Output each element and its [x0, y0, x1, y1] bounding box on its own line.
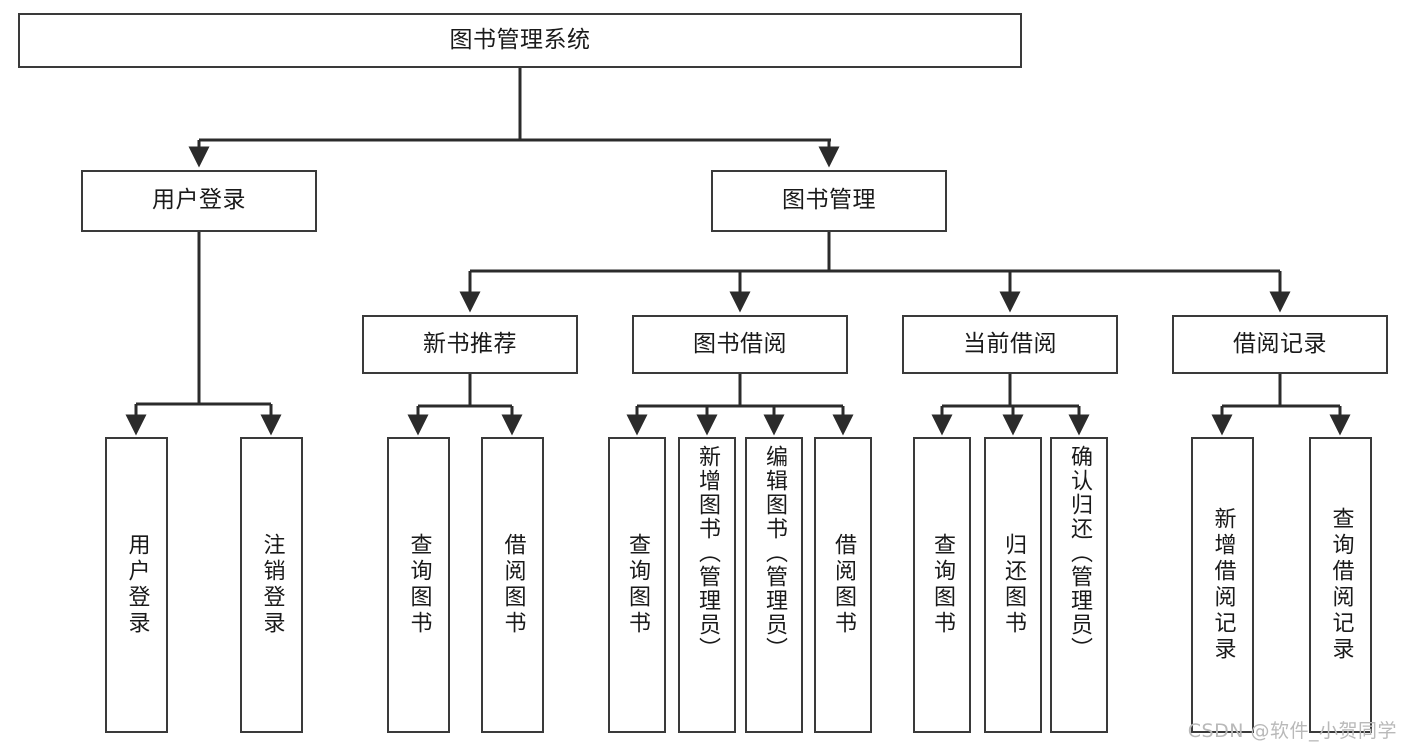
node-borrow-record-label: 借阅记录	[1233, 330, 1327, 357]
node-book-management[interactable]: 图书管理	[711, 170, 947, 232]
node-leaf-query-book-current-label: 查询图书	[930, 533, 955, 637]
node-root-system-label: 图书管理系统	[449, 26, 591, 53]
node-leaf-confirm-return-label: 确认归还（管理员）	[1067, 445, 1092, 661]
node-leaf-confirm-return[interactable]: 确认归还（管理员）	[1050, 437, 1108, 733]
node-leaf-query-book-recommend-label: 查询图书	[406, 533, 432, 637]
node-book-borrow-label: 图书借阅	[693, 330, 787, 357]
node-book-management-label: 图书管理	[782, 187, 876, 214]
node-leaf-borrow-book-recommend[interactable]: 借阅图书	[481, 437, 544, 733]
node-user-login-label: 用户登录	[152, 187, 246, 214]
node-leaf-logout[interactable]: 注销登录	[240, 437, 303, 733]
node-leaf-borrow-book[interactable]: 借阅图书	[814, 437, 872, 733]
node-leaf-query-book-borrow-label: 查询图书	[625, 533, 650, 637]
node-root-system[interactable]: 图书管理系统	[18, 13, 1022, 68]
node-leaf-query-book-borrow[interactable]: 查询图书	[608, 437, 666, 733]
node-current-borrow[interactable]: 当前借阅	[902, 315, 1118, 374]
node-user-login[interactable]: 用户登录	[81, 170, 317, 232]
node-borrow-record[interactable]: 借阅记录	[1172, 315, 1388, 374]
node-leaf-borrow-book-label: 借阅图书	[831, 533, 856, 637]
node-leaf-query-book-current[interactable]: 查询图书	[913, 437, 971, 733]
node-leaf-add-borrow-record[interactable]: 新增借阅记录	[1191, 437, 1254, 733]
node-leaf-return-book-label: 归还图书	[1001, 533, 1026, 637]
node-leaf-edit-book[interactable]: 编辑图书（管理员）	[745, 437, 803, 733]
node-book-borrow[interactable]: 图书借阅	[632, 315, 848, 374]
node-leaf-query-borrow-record-label: 查询借阅记录	[1328, 507, 1354, 663]
node-leaf-add-book-label: 新增图书（管理员）	[695, 445, 720, 661]
node-leaf-borrow-book-recommend-label: 借阅图书	[500, 533, 526, 637]
node-leaf-return-book[interactable]: 归还图书	[984, 437, 1042, 733]
node-leaf-user-login-label: 用户登录	[124, 533, 150, 637]
csdn-watermark: CSDN @软件_小贺同学	[1187, 720, 1397, 742]
node-current-borrow-label: 当前借阅	[963, 330, 1057, 357]
node-new-book-recommend[interactable]: 新书推荐	[362, 315, 578, 374]
node-leaf-logout-label: 注销登录	[259, 533, 285, 637]
node-leaf-add-borrow-record-label: 新增借阅记录	[1210, 507, 1236, 663]
node-leaf-user-login[interactable]: 用户登录	[105, 437, 168, 733]
node-leaf-query-borrow-record[interactable]: 查询借阅记录	[1309, 437, 1372, 733]
node-leaf-edit-book-label: 编辑图书（管理员）	[762, 445, 787, 661]
node-leaf-add-book[interactable]: 新增图书（管理员）	[678, 437, 736, 733]
node-new-book-recommend-label: 新书推荐	[423, 330, 517, 357]
node-leaf-query-book-recommend[interactable]: 查询图书	[387, 437, 450, 733]
